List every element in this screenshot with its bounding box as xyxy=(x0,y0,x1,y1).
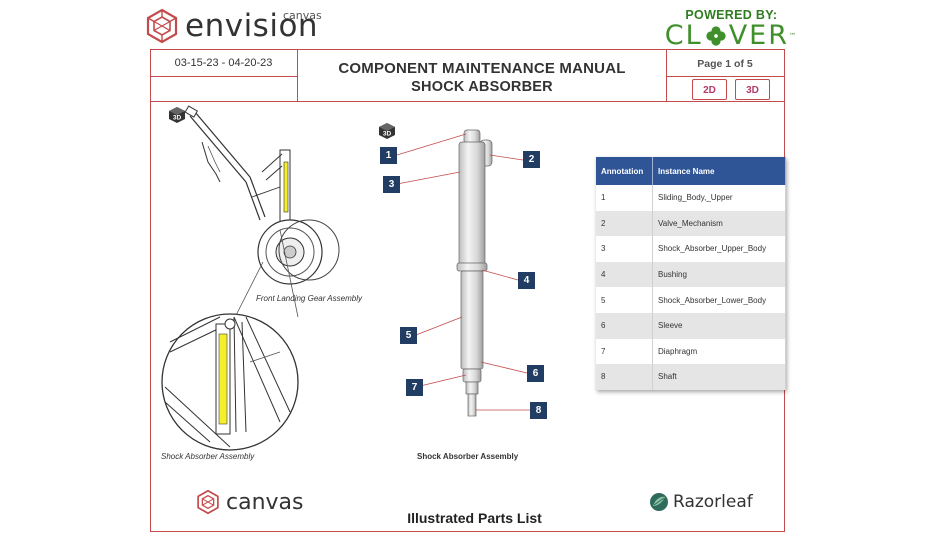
razorleaf-leaf-icon xyxy=(650,493,668,511)
canvas-wordmark: canvas xyxy=(226,489,304,515)
clover-leaf-icon xyxy=(706,26,726,46)
shock-absorber-caption: Shock Absorber Assembly xyxy=(417,452,519,461)
envision-sup-text: canvas xyxy=(283,9,322,22)
powered-by-label: POWERED BY: xyxy=(685,8,778,22)
callout-3[interactable]: 3 xyxy=(383,176,400,193)
envision-wordmark: envision xyxy=(185,8,319,44)
view-2d-button[interactable]: 2D xyxy=(692,79,727,100)
annotation-cell: 3 xyxy=(596,236,653,262)
header-divider xyxy=(150,101,785,102)
page-box xyxy=(666,50,784,77)
callout-8[interactable]: 8 xyxy=(530,402,547,419)
column-header-instance-name: Instance Name xyxy=(652,157,786,185)
annotation-cell: 6 xyxy=(596,312,653,339)
clover-wordmark: CL VER™ xyxy=(665,22,798,50)
header-divider-left xyxy=(297,50,298,102)
annotation-cell: 4 xyxy=(596,261,653,288)
callout-5[interactable]: 5 xyxy=(400,327,417,344)
callout-4[interactable]: 4 xyxy=(518,272,535,289)
callout-2[interactable]: 2 xyxy=(523,151,540,168)
clover-text-start: CL xyxy=(664,20,703,51)
instance-name-cell: Bushing xyxy=(652,261,786,288)
date-range: 03-15-23 - 04-20-23 xyxy=(174,57,273,69)
page-indicator: Page 1 of 5 xyxy=(697,58,753,70)
callout-1[interactable]: 1 xyxy=(380,147,397,164)
footer-title: Illustrated Parts List xyxy=(407,510,542,526)
callout-6[interactable]: 6 xyxy=(527,365,544,382)
shock-absorber-illustration xyxy=(396,129,530,417)
instance-name-cell: Valve_Mechanism xyxy=(652,210,786,237)
instance-name-cell: Shock_Absorber_Lower_Body xyxy=(652,287,786,313)
clover-text-end: VER xyxy=(728,20,789,51)
left-cube-label: 3D xyxy=(173,115,182,122)
annotation-cell: 7 xyxy=(596,338,653,365)
center-3d-view-icon[interactable]: 3D xyxy=(378,122,395,139)
razorleaf-logo: Razorleaf xyxy=(648,491,753,513)
annotation-cell: 8 xyxy=(596,364,653,390)
instance-name-cell: Sliding_Body,_Upper xyxy=(652,185,786,211)
instance-name-cell: Shaft xyxy=(652,364,786,390)
annotation-cell: 2 xyxy=(596,210,653,237)
envision-logo: envision xyxy=(145,8,318,44)
date-box xyxy=(150,50,297,77)
landing-gear-caption: Front Landing Gear Assembly xyxy=(256,294,362,303)
instance-name-cell: Sleeve xyxy=(652,312,786,339)
landing-gear-illustration xyxy=(161,105,340,451)
parts-table-header: Annotation Instance Name xyxy=(596,157,786,185)
clover-trademark: ™ xyxy=(789,32,798,40)
envision-cube-icon xyxy=(146,8,178,44)
manual-title: COMPONENT MAINTENANCE MANUAL xyxy=(338,60,626,77)
canvas-cube-icon xyxy=(197,489,219,515)
annotation-cell: 5 xyxy=(596,287,653,313)
clover-logo: POWERED BY: CL VER™ xyxy=(665,8,798,50)
column-header-annotation: Annotation xyxy=(596,157,653,185)
canvas-logo: canvas xyxy=(196,489,303,515)
left-3d-view-icon[interactable]: 3D xyxy=(168,106,185,123)
annotation-cell: 1 xyxy=(596,185,653,211)
view-3d-button[interactable]: 3D xyxy=(735,79,770,100)
instance-name-cell: Shock_Absorber_Upper_Body xyxy=(652,236,786,262)
shock-absorber-zoom-caption: Shock Absorber Assembly xyxy=(161,452,255,461)
center-cube-label: 3D xyxy=(383,131,392,138)
instance-name-cell: Diaphragm xyxy=(652,338,786,365)
razorleaf-wordmark: Razorleaf xyxy=(673,492,753,512)
component-title: SHOCK ABSORBER xyxy=(411,79,553,95)
callout-7[interactable]: 7 xyxy=(406,379,423,396)
